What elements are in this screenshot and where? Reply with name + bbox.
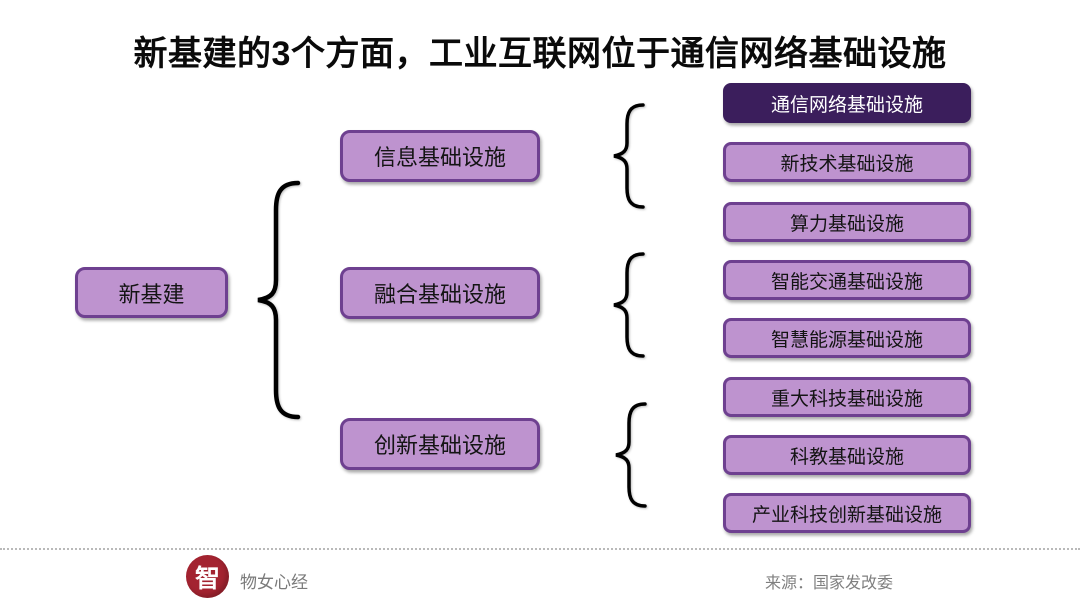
leaf-box-label: 算力基础设施 — [789, 213, 904, 235]
brand-name: 物女心经 — [240, 573, 308, 592]
leaf-box-smart-energy-infrastructure: 智慧能源基础设施 — [723, 318, 971, 358]
leaf-box-label: 智能交通基础设施 — [770, 271, 923, 293]
branch-box-information-infrastructure: 信息基础设施 — [340, 130, 540, 182]
leaf-box-label: 科教基础设施 — [789, 446, 904, 468]
leaf-box-computing-power-infrastructure: 算力基础设施 — [723, 202, 971, 242]
branch-box-label: 信息基础设施 — [373, 145, 506, 170]
leaf-box-label: 智慧能源基础设施 — [770, 329, 923, 351]
leaf-box-intelligent-transport-infrastructure: 智能交通基础设施 — [723, 260, 971, 300]
leaf-box-label: 重大科技基础设施 — [770, 388, 923, 410]
leaf-box-science-education-infrastructure: 科教基础设施 — [723, 435, 971, 475]
branch-box-label: 创新基础设施 — [373, 433, 506, 458]
leaf-box-new-technology-infrastructure: 新技术基础设施 — [723, 142, 971, 182]
brand-logo-icon: 智 — [186, 555, 229, 598]
brace-root-to-branches — [252, 180, 304, 420]
leaf-box-industrial-tech-innovation-infrastructure: 产业科技创新基础设施 — [723, 493, 971, 533]
leaf-box-label: 产业科技创新基础设施 — [751, 504, 942, 526]
root-box-label: 新基建 — [118, 281, 185, 307]
brace-innovation-to-leaves — [612, 402, 650, 508]
branch-box-converged-infrastructure: 融合基础设施 — [340, 267, 540, 319]
root-box-new-infrastructure: 新基建 — [75, 267, 228, 318]
brace-information-to-leaves — [610, 103, 648, 209]
page-title: 新基建的3个方面，工业互联网位于通信网络基础设施 — [133, 35, 947, 73]
brace-converged-to-leaves — [610, 252, 648, 358]
brand-logo-char: 智 — [194, 564, 220, 593]
source-credit: 来源：国家发改委 — [765, 575, 894, 592]
leaf-box-communication-network-infrastructure: 通信网络基础设施 — [723, 83, 971, 123]
leaf-box-label: 新技术基础设施 — [780, 153, 914, 175]
leaf-box-major-science-tech-infrastructure: 重大科技基础设施 — [723, 377, 971, 417]
branch-box-label: 融合基础设施 — [373, 282, 506, 307]
leaf-box-label: 通信网络基础设施 — [770, 94, 923, 116]
footer-divider — [0, 548, 1080, 550]
branch-box-innovation-infrastructure: 创新基础设施 — [340, 418, 540, 470]
